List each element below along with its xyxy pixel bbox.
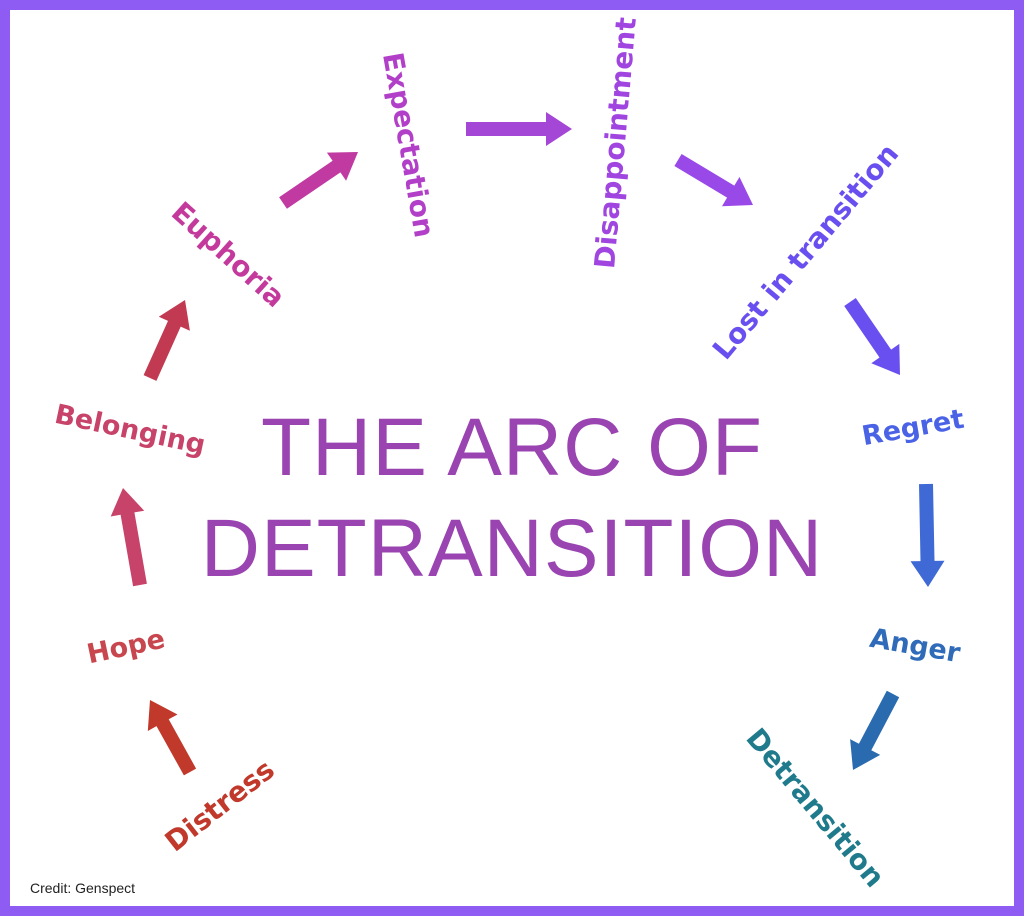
arrow-shape — [279, 152, 358, 209]
arrow-shape — [147, 700, 197, 776]
arrow-8 — [910, 483, 945, 587]
title-line-2: DETRANSITION — [200, 503, 824, 594]
arrow-shape — [143, 300, 190, 381]
arrow-1 — [147, 700, 197, 776]
arrow-3 — [110, 488, 147, 587]
title-line-1: THE ARC OF — [260, 402, 764, 493]
arrow-5 — [466, 112, 572, 146]
arrow-9 — [850, 690, 900, 770]
arrow-shape — [844, 298, 900, 375]
arrow-7 — [844, 298, 900, 375]
arrow-6 — [674, 154, 753, 207]
arrow-shape — [110, 488, 147, 587]
arrow-shape — [466, 112, 572, 146]
arrow-4 — [279, 152, 358, 209]
arrow-shape — [850, 690, 900, 770]
credit-text: Credit: Genspect — [30, 880, 136, 896]
arrow-shape — [910, 483, 945, 587]
arrow-2 — [143, 300, 190, 381]
arrow-shape — [674, 154, 753, 207]
